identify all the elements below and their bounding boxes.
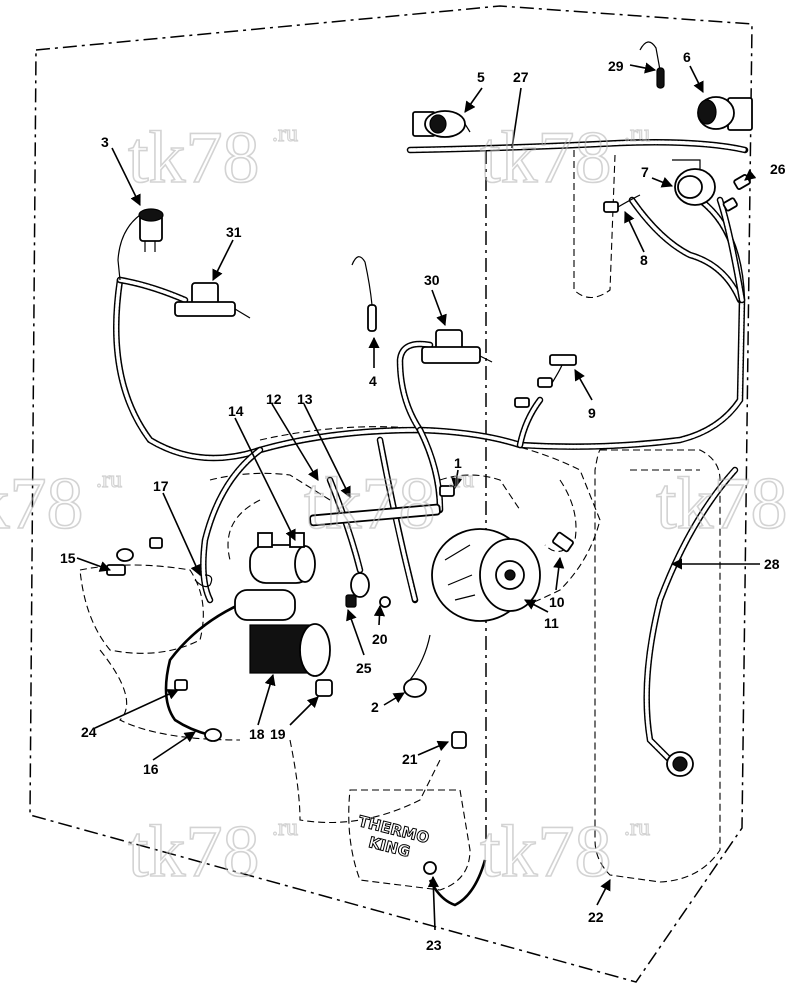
ground-23: [423, 861, 437, 875]
buzzer-7: [672, 159, 716, 206]
watermark-3-suffix: .ru: [96, 467, 122, 493]
watermarks: tk78 .ru tk78 .ru tk78 .ru tk78 .ru tk78…: [0, 116, 788, 894]
callout-labels: 3 31 30 4 5 27 6 29 7 8 26 9 10 11 12 13…: [60, 49, 786, 953]
harness-bar-12-13: [309, 485, 455, 527]
switch-6: [697, 96, 753, 131]
callout-9: 9: [588, 405, 596, 421]
callout-17: 17: [153, 478, 169, 494]
callout-28: 28: [764, 556, 780, 572]
connector-24: [174, 679, 188, 691]
callout-5: 5: [477, 69, 485, 85]
callout-6: 6: [683, 49, 691, 65]
bracket-loop: [573, 150, 616, 299]
callout-27: 27: [513, 69, 529, 85]
callout-2: 2: [371, 699, 379, 715]
callout-12: 12: [266, 391, 282, 407]
engine-brand-plate: THERMO KING: [356, 812, 431, 862]
watermark-1-suffix: .ru: [272, 121, 298, 147]
sensor-21: [451, 731, 467, 749]
watermark-7-suffix: .ru: [624, 815, 650, 841]
alternator-11: [431, 528, 541, 622]
watermark-3-main: tk78: [0, 463, 84, 545]
callout-30: 30: [424, 272, 440, 288]
probe-29: [639, 41, 665, 89]
sensor-10: [552, 531, 574, 553]
callout-4: 4: [369, 373, 377, 389]
watermark-2-suffix: .ru: [624, 121, 650, 147]
solenoid-3: [117, 208, 164, 281]
callout-11: 11: [544, 615, 559, 631]
terminal-19: [315, 679, 333, 697]
callout-15: 15: [60, 550, 76, 566]
connector-8: [603, 194, 641, 213]
battery-cables: [164, 598, 487, 907]
watermark-6-main: tk78: [128, 811, 260, 893]
engine-outline: [79, 426, 601, 891]
callout-21: 21: [402, 751, 418, 767]
terminal-block-9: [514, 354, 577, 408]
clip-17: [149, 537, 213, 588]
watermark-2-main: tk78: [480, 117, 612, 199]
callout-3: 3: [101, 134, 109, 150]
callout-31: 31: [226, 224, 242, 240]
callout-19: 19: [270, 726, 286, 742]
starter-solenoid-14: [249, 532, 316, 584]
callout-7: 7: [641, 164, 649, 180]
watermark-5-main: tk78: [656, 463, 788, 545]
callout-24: 24: [81, 724, 97, 740]
callout-23: 23: [426, 937, 442, 953]
callout-18: 18: [249, 726, 265, 742]
callout-8: 8: [640, 252, 648, 268]
wire-harness: [113, 139, 749, 764]
watermark-6-suffix: .ru: [272, 815, 298, 841]
watermark-4-suffix: .ru: [448, 467, 474, 493]
ground-lug-16: [204, 728, 222, 742]
callout-16: 16: [143, 761, 159, 777]
callout-10: 10: [549, 594, 565, 610]
sensor-2: [403, 634, 431, 698]
sensor-15: [106, 548, 134, 576]
valve-31: [174, 282, 251, 319]
callout-22: 22: [588, 909, 604, 925]
callout-26: 26: [770, 161, 786, 177]
plug-28: [666, 751, 694, 777]
leader-arrows: [76, 62, 760, 931]
solenoid-5: [412, 110, 471, 138]
callout-25: 25: [356, 660, 372, 676]
starter-motor-18: [234, 589, 331, 677]
sensor-20-25: [345, 572, 391, 608]
callout-1: 1: [454, 455, 462, 471]
valve-30: [421, 329, 493, 364]
watermark-7-main: tk78: [480, 811, 612, 893]
callout-29: 29: [608, 58, 624, 74]
sensor-4: [351, 256, 377, 332]
callout-13: 13: [297, 391, 313, 407]
enclosure-outline: [29, 5, 753, 983]
watermark-1-main: tk78: [128, 117, 260, 199]
tank-outline: [594, 449, 721, 883]
callout-14: 14: [228, 403, 244, 419]
watermark-4-main: tk78: [304, 463, 436, 545]
callout-20: 20: [372, 631, 388, 647]
